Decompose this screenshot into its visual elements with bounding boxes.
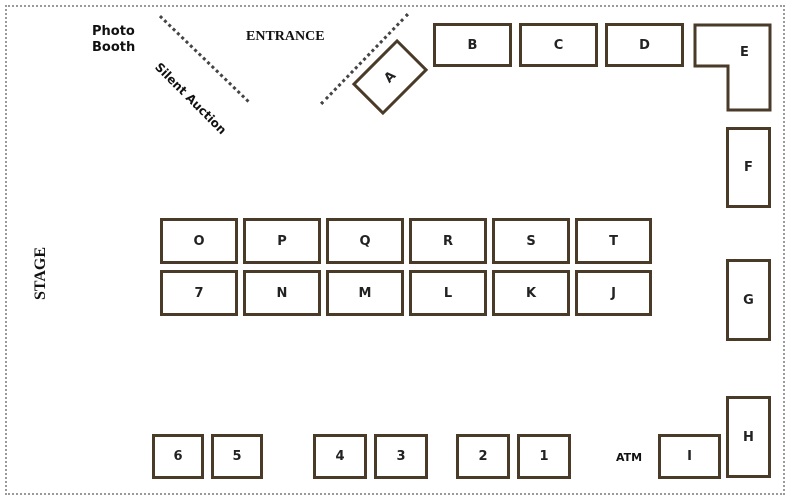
booth-q-label: Q	[359, 233, 371, 249]
booth-7[interactable]: 7	[160, 270, 238, 316]
booth-k-label: K	[525, 285, 537, 301]
booth-4-label: 4	[335, 449, 345, 464]
booth-2-label: 2	[478, 449, 488, 464]
booth-6-label: 6	[173, 449, 183, 464]
booth-2[interactable]: 2	[456, 434, 510, 479]
booth-m[interactable]: M	[326, 270, 404, 316]
booth-g-label: G	[743, 292, 754, 308]
entrance-label: ENTRANCE	[246, 29, 325, 44]
photo-booth-label-line2: Booth	[92, 40, 136, 55]
photo-booth-label: Photo Booth	[92, 24, 135, 56]
booth-m-label: M	[358, 285, 372, 301]
booth-n[interactable]: N	[243, 270, 321, 316]
booth-5-label: 5	[232, 449, 242, 464]
booth-e-label: E	[740, 45, 749, 60]
booth-4[interactable]: 4	[313, 434, 367, 479]
booth-e[interactable]	[690, 20, 776, 115]
booth-f-label: F	[744, 160, 753, 175]
booth-a-label: A	[381, 68, 399, 86]
booth-n-label: N	[276, 285, 288, 301]
booth-c-label: C	[553, 37, 564, 53]
booth-5[interactable]: 5	[211, 434, 263, 479]
booth-i[interactable]: I	[658, 434, 721, 479]
booth-1-label: 1	[539, 449, 549, 464]
booth-r-label: R	[442, 233, 453, 249]
booth-h-label: H	[743, 429, 754, 445]
booth-p-label: P	[277, 233, 287, 249]
booth-3[interactable]: 3	[374, 434, 428, 479]
booth-b-label: B	[467, 37, 478, 53]
booth-s[interactable]: S	[492, 218, 570, 264]
booth-i-label: I	[687, 449, 692, 464]
booth-6[interactable]: 6	[152, 434, 204, 479]
atm-label: ATM	[616, 451, 643, 464]
booth-l-label: L	[443, 285, 453, 301]
booth-1[interactable]: 1	[517, 434, 571, 479]
booth-d-label: D	[639, 37, 650, 53]
booth-l[interactable]: L	[409, 270, 487, 316]
booth-s-label: S	[526, 233, 536, 249]
booth-k[interactable]: K	[492, 270, 570, 316]
booth-f[interactable]: F	[726, 127, 771, 208]
stage-label: STAGE	[32, 246, 49, 300]
booth-o[interactable]: O	[160, 218, 238, 264]
booth-t-label: T	[609, 233, 618, 249]
booth-d[interactable]: D	[605, 23, 684, 67]
venue-boundary	[5, 5, 785, 495]
photo-booth-label-line1: Photo	[92, 24, 135, 39]
booth-j-label: J	[611, 285, 616, 301]
booth-c[interactable]: C	[519, 23, 598, 67]
booth-7-label: 7	[194, 285, 204, 301]
booth-t[interactable]: T	[575, 218, 652, 264]
booth-j[interactable]: J	[575, 270, 652, 316]
booth-p[interactable]: P	[243, 218, 321, 264]
booth-g[interactable]: G	[726, 259, 771, 341]
booth-3-label: 3	[396, 449, 406, 464]
booth-r[interactable]: R	[409, 218, 487, 264]
booth-o-label: O	[193, 233, 205, 249]
booth-q[interactable]: Q	[326, 218, 404, 264]
booth-b[interactable]: B	[433, 23, 512, 67]
booth-h[interactable]: H	[726, 396, 771, 478]
